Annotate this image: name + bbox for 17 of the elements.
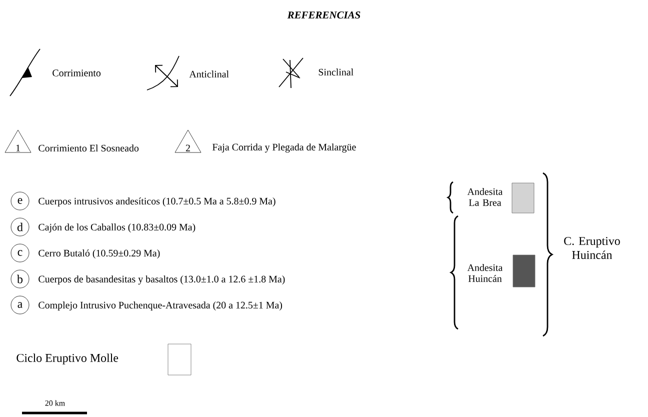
legend-text: Andesita La Brea: [467, 188, 503, 206]
description: Corrimiento El Sosneado: [38, 144, 139, 152]
numbered-triangle: 2: [174, 130, 202, 153]
description: Cajón de los Caballos (10.83±0.09 Ma): [38, 223, 196, 233]
legend-text: Andesita Huincán: [467, 264, 503, 282]
legend-text: Anticlinal: [189, 70, 229, 78]
group-label: C. Eruptivo Huincán: [564, 237, 620, 259]
description: Cuerpos de basandesitas y basaltos (13.0±1.0 a 12.6 ±1.8 Ma): [38, 275, 285, 285]
description: Cuerpos intrusivos andesíticos (10.7±0.5 Ma a 5.8±0.9 Ma): [38, 197, 276, 207]
description: Cerro Butaló (10.59±0.29 Ma): [38, 249, 160, 259]
title: REFERENCIAS: [287, 12, 360, 19]
legend-text: Corrimiento: [52, 70, 101, 76]
legend-text: Ciclo Eruptivo Molle: [16, 354, 118, 364]
numbered-triangle: 1: [4, 130, 32, 153]
legend-text: Sinclinal: [318, 68, 354, 76]
description: Faja Corrida y Plegada de Malargüe: [212, 143, 356, 153]
description: Complejo Intrusivo Puchenque-Atravesada (20 a 12.5±1 Ma): [38, 301, 282, 311]
